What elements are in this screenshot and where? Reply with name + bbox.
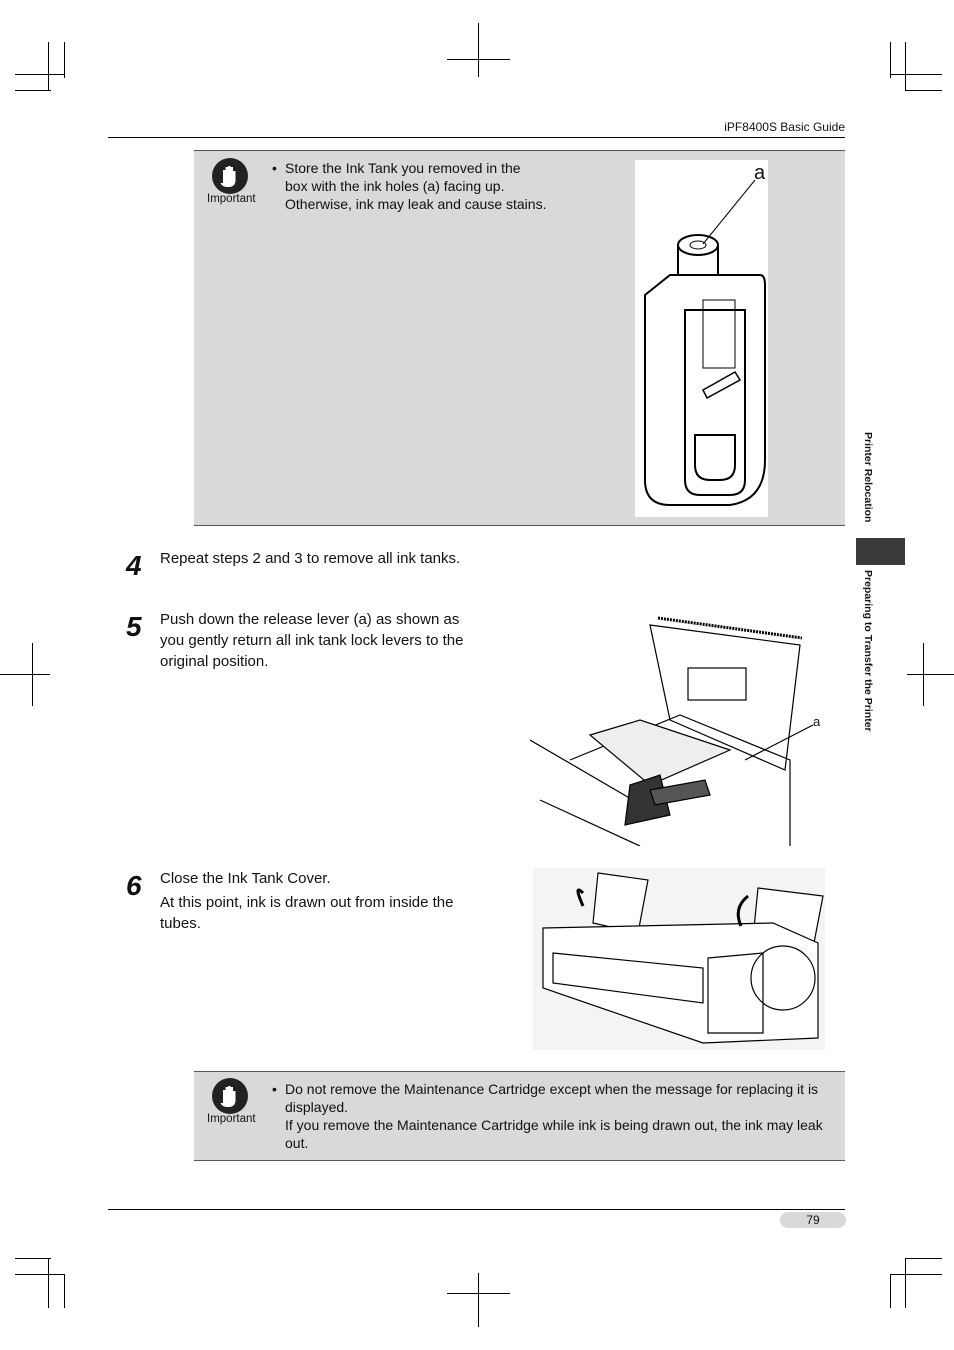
step-text: Push down the release lever (a) as shown… [160, 609, 464, 672]
crop-mark [890, 74, 942, 75]
step-line: original position. [160, 653, 269, 670]
crop-mark [905, 1258, 942, 1259]
note-text: • Store the Ink Tank you removed in the … [272, 160, 547, 212]
note-line: If you remove the Maintenance Cartridge … [285, 1117, 823, 1133]
step-number: 6 [126, 870, 142, 901]
note-line: Do not remove the Maintenance Cartridge … [285, 1081, 819, 1097]
step-text: Close the Ink Tank Cover. At this point,… [160, 868, 453, 934]
note-line: Store the Ink Tank you removed in the [285, 160, 521, 176]
step-text: Repeat steps 2 and 3 to remove all ink t… [160, 550, 461, 567]
note-line: displayed. [285, 1099, 349, 1115]
note-line: Otherwise, ink may leak and cause stains… [285, 196, 547, 212]
crop-mark [0, 674, 50, 675]
important-label: Important [207, 193, 256, 205]
crop-mark [15, 90, 51, 91]
hand-stop-icon [212, 158, 248, 194]
crop-mark [923, 643, 924, 706]
step-line: you gently return all ink tank lock leve… [160, 632, 464, 649]
guide-title: iPF8400S Basic Guide [724, 120, 845, 134]
note-text: • Do not remove the Maintenance Cartridg… [272, 1081, 823, 1151]
crop-mark [15, 1274, 65, 1275]
step-line: Push down the release lever (a) as shown… [160, 611, 460, 628]
close-cover-illustration [533, 868, 825, 1050]
important-label: Important [207, 1113, 256, 1125]
note-line: out. [285, 1135, 309, 1151]
page-number: 79 [780, 1212, 846, 1228]
release-lever-illustration: a [529, 610, 830, 847]
crop-mark [907, 674, 954, 675]
note-line: box with the ink holes (a) facing up. [285, 178, 505, 194]
figure-label: a [813, 714, 821, 729]
crop-mark [15, 1258, 51, 1259]
side-tab-marker [856, 538, 905, 565]
side-nav-chapter[interactable]: Printer Relocation [862, 432, 874, 523]
crop-mark [64, 1274, 65, 1308]
header-rule [108, 137, 845, 138]
crop-mark [48, 1258, 49, 1308]
footer-rule [108, 1209, 845, 1210]
crop-mark [48, 42, 49, 90]
crop-mark [905, 42, 906, 90]
figure-label: a [754, 162, 766, 184]
hand-stop-icon [212, 1078, 248, 1114]
step-line: At this point, ink is drawn out from ins… [160, 894, 454, 911]
step-number: 5 [126, 611, 142, 642]
crop-mark [905, 90, 942, 91]
crop-mark [32, 643, 33, 706]
step-line: tubes. [160, 915, 201, 932]
crop-mark [478, 23, 479, 77]
crop-mark [478, 1273, 479, 1327]
crop-mark [15, 74, 65, 75]
step-line: Close the Ink Tank Cover. [160, 870, 331, 887]
crop-mark [890, 1274, 891, 1308]
ink-tank-illustration: a [635, 160, 768, 517]
side-nav-section[interactable]: Preparing to Transfer the Printer [862, 570, 874, 732]
crop-mark [64, 42, 65, 78]
important-note [194, 1071, 845, 1161]
crop-mark [890, 1274, 942, 1275]
step-number: 4 [126, 550, 142, 581]
crop-mark [890, 42, 891, 78]
crop-mark [905, 1258, 906, 1308]
